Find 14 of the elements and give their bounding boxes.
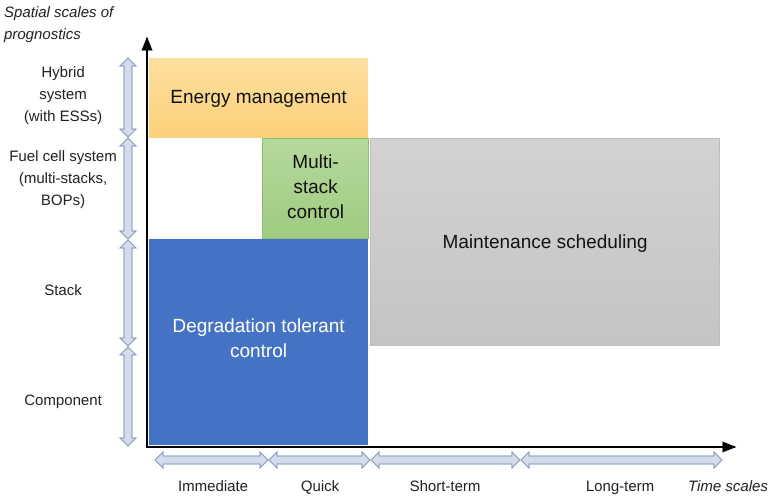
- scale-label: Long-term: [584, 477, 656, 497]
- axis-title: Time scales: [688, 477, 769, 497]
- scale-label: Stack: [43, 281, 83, 301]
- axis-title: Spatial scales of prognostics: [4, 3, 116, 45]
- scale-label: Quick: [300, 477, 340, 497]
- scale-label: Fuel cell system (multi-stacks, BOPs): [8, 147, 118, 210]
- control-block: Degradation tolerant control: [149, 239, 368, 445]
- scale-label: Component: [23, 391, 103, 411]
- energy-management-block: Energy management: [149, 58, 368, 138]
- control-block: Multi-stack control: [262, 138, 369, 239]
- scale-label: Immediate: [176, 477, 250, 497]
- scale-label: Short-term: [408, 477, 482, 497]
- scheduling-block: Maintenance scheduling: [370, 138, 720, 346]
- scale-label: Hybrid system (with ESSs): [22, 63, 104, 126]
